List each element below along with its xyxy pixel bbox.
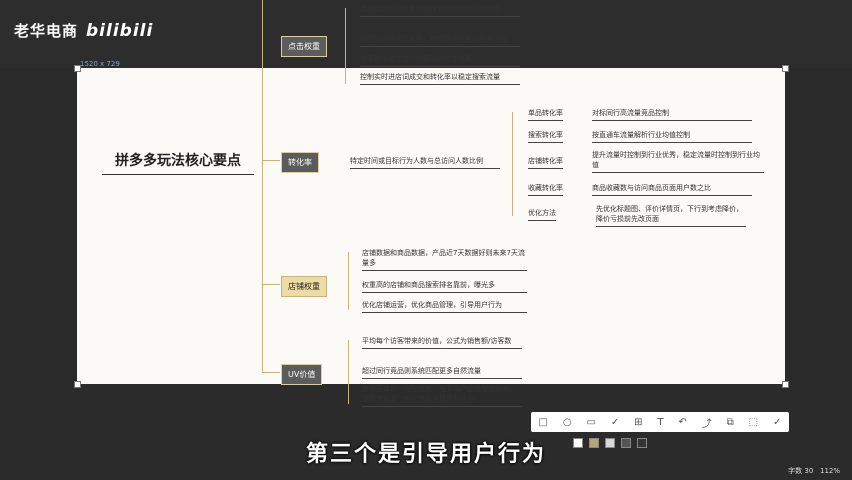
resize-handle[interactable] xyxy=(74,65,81,72)
branch-conversion-rate[interactable]: 转化率 xyxy=(281,152,319,173)
bilibili-logo: bilibili xyxy=(86,21,154,41)
canvas-size-label: 1520 x 729 xyxy=(80,60,120,68)
mindmap-root-title[interactable]: 拼多多玩法核心要点 xyxy=(115,153,241,169)
uv-item: 提高客单价（搭配销售、推高端产品或增值服务），提高转化率（优化商品详情页和评价） xyxy=(362,384,522,407)
color-swatch-white[interactable] xyxy=(573,438,583,448)
rectangle-tool-icon[interactable]: □ xyxy=(538,416,548,428)
uv-item: 平均每个访客带来的价值，公式为销售额/访客数 xyxy=(362,336,522,349)
shop-item: 优化店铺运营，优化商品管理，引导用户行为 xyxy=(362,300,527,313)
box-tool-icon[interactable]: ▭ xyxy=(586,416,596,428)
branch-connector xyxy=(262,372,280,373)
channel-watermark: 老华电商 bilibili xyxy=(14,20,153,41)
conversion-type-label[interactable]: 搜索转化率 xyxy=(528,130,563,143)
undo-icon[interactable]: ↶ xyxy=(678,416,687,428)
color-swatch-charcoal[interactable] xyxy=(637,438,647,448)
branch-click-weight[interactable]: 点击权重 xyxy=(281,36,327,57)
conversion-type-label[interactable]: 优化方法 xyxy=(528,208,556,221)
branch-shop-weight[interactable]: 店铺权重 xyxy=(281,276,327,297)
color-palette xyxy=(573,436,673,450)
branch-connector xyxy=(348,340,349,404)
color-swatch-grey[interactable] xyxy=(605,438,615,448)
bottom-dark-area xyxy=(0,384,852,480)
copy-icon[interactable]: ⧉ xyxy=(726,416,734,428)
shop-item: 店铺数据和商品数据，产品近7天数据好则未来7天流量多 xyxy=(362,248,527,271)
word-count: 字数 30 xyxy=(788,467,814,475)
conversion-type-label[interactable]: 单品转化率 xyxy=(528,108,563,121)
share-icon[interactable]: ⤴ xyxy=(701,418,712,430)
top-item: 特定时间段成交金额，特定时间段里的数量增加 xyxy=(360,34,520,47)
conversion-type-desc: 按直通车流量解析行业均值控制 xyxy=(592,130,752,143)
shop-item: 权重高的店铺和商品搜索排名靠前，曝光多 xyxy=(362,280,527,293)
branch-connector xyxy=(262,160,280,161)
conversion-type-desc: 先优化标题图、评价详情页，下行到考虑降价，降价亏损前先改页面 xyxy=(596,204,746,227)
mosaic-tool-icon[interactable]: ⊞ xyxy=(634,416,643,428)
branch-connector xyxy=(512,112,513,216)
conversion-type-desc: 提升流量时控制到行业优秀，稳定流量时控制到行业均值 xyxy=(592,150,764,173)
top-item: 访客数与成交数比例等实时权重成果 xyxy=(360,54,520,67)
uv-item: 超过同行竞品则系统匹配更多自然流量 xyxy=(362,366,522,379)
check-tool-icon[interactable]: ✓ xyxy=(610,416,620,428)
conversion-type-desc: 对标同行高流量竞品控制 xyxy=(592,108,752,121)
text-tool-icon[interactable]: T xyxy=(657,416,664,428)
resize-handle[interactable] xyxy=(782,65,789,72)
color-swatch-tan[interactable] xyxy=(589,438,599,448)
branch-connector xyxy=(348,252,349,310)
top-item: 商品特定时间段里取得搜索排名和曝光的影响 xyxy=(360,4,520,17)
conversion-definition: 特定时间或目标行为人数与总访问人数比例 xyxy=(350,156,500,169)
ellipse-tool-icon[interactable]: ○ xyxy=(562,416,572,428)
root-underline xyxy=(102,174,254,175)
annotation-toolbar: □ ○ ▭ ✓ ⊞ T ↶ ⤴ ⧉ ⬚ ✓ xyxy=(531,412,789,432)
conversion-type-label[interactable]: 店铺转化率 xyxy=(528,156,563,169)
branch-connector xyxy=(262,284,280,285)
trunk-connector xyxy=(262,0,263,372)
branch-uv-value[interactable]: UV价值 xyxy=(281,364,323,385)
color-swatch-darkgrey[interactable] xyxy=(621,438,631,448)
status-bar: 字数 30 112% xyxy=(788,466,840,476)
resize-handle[interactable] xyxy=(74,381,81,388)
top-item: 控制实时进店词成交和转化率以稳定搜索流量 xyxy=(360,72,520,85)
conversion-type-desc: 商品收藏数与访问商品页面用户数之比 xyxy=(592,183,752,196)
video-subtitle: 第三个是引导用户行为 xyxy=(305,442,546,467)
crop-icon[interactable]: ⬚ xyxy=(748,416,759,428)
conversion-type-label[interactable]: 收藏转化率 xyxy=(528,183,563,196)
branch-connector xyxy=(345,8,346,84)
channel-name: 老华电商 xyxy=(14,22,79,40)
zoom-level[interactable]: 112% xyxy=(819,467,840,475)
resize-handle[interactable] xyxy=(782,381,789,388)
confirm-icon[interactable]: ✓ xyxy=(773,416,782,428)
top-dark-area xyxy=(0,0,852,68)
